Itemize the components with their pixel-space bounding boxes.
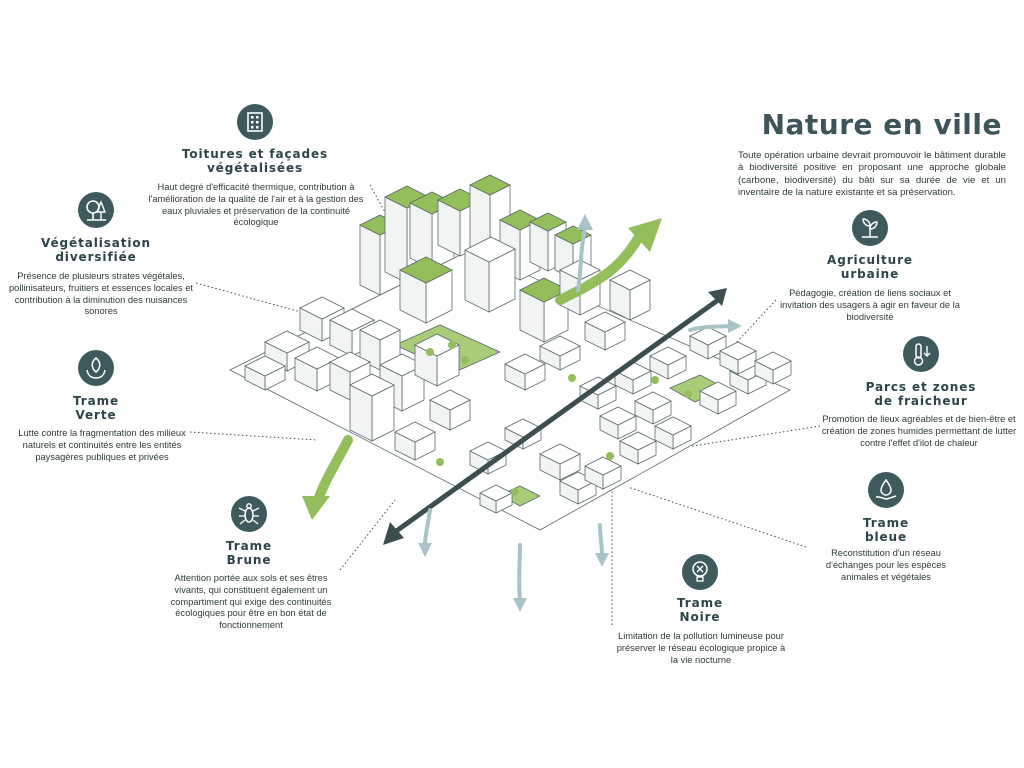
agriculture-text: Pédagogie, création de liens sociaux et … bbox=[780, 288, 960, 322]
vegetalisation-title-line-1: Végétalisation bbox=[40, 236, 152, 250]
blue-arrow-5 bbox=[598, 523, 604, 557]
trame-verte-text: Lutte contre la fragmentation des milieu… bbox=[18, 428, 186, 462]
blue-arrow-3 bbox=[423, 508, 432, 547]
trame-bleue-title-line-1: Trame bbox=[862, 516, 910, 530]
trame-verte-title-line-2: Verte bbox=[75, 408, 117, 422]
page-title: Nature en ville bbox=[761, 108, 1002, 141]
vegetalisation-title-line-2: diversifiée bbox=[55, 250, 137, 264]
green-arrow-north bbox=[555, 230, 645, 305]
trame-brune-title: Trame Brune bbox=[209, 539, 289, 567]
toitures-text: Haut degré d'efficacité thermique, contr… bbox=[148, 182, 364, 228]
city-blocks bbox=[229, 174, 792, 531]
agriculture-title-line-2: urbaine bbox=[840, 267, 900, 281]
green-arrow-south-head bbox=[302, 496, 330, 520]
flow-arrows bbox=[302, 214, 742, 612]
trame-noire-title-line-1: Trame bbox=[676, 596, 724, 610]
green-arrow-south bbox=[313, 435, 353, 505]
trame-brune-title-line-1: Trame bbox=[225, 539, 273, 553]
blue-arrow-4 bbox=[517, 543, 522, 602]
hand-leaf-icon bbox=[78, 350, 114, 386]
blue-arrow-1 bbox=[576, 226, 587, 292]
insect-icon bbox=[231, 496, 267, 532]
blue-arrow-2 bbox=[688, 324, 732, 332]
green-arrow-north-head bbox=[628, 218, 662, 252]
toitures-title-line-1: Toitures et façades bbox=[181, 147, 329, 161]
trame-brune-title-line-2: Brune bbox=[226, 553, 272, 567]
trame-bleue-title: Trame bleue bbox=[846, 516, 926, 544]
sprout-icon bbox=[852, 210, 888, 246]
trame-verte-title-line-1: Trame bbox=[72, 394, 120, 408]
vegetalisation-title: Végétalisation diversifiée bbox=[26, 236, 166, 264]
dark-axis-line bbox=[393, 297, 720, 535]
thermometer-icon bbox=[903, 336, 939, 372]
dark-arrow-sw-head bbox=[383, 522, 404, 545]
trame-noire-title: Trame Noire bbox=[660, 596, 740, 624]
trame-noire-text: Limitation de la pollution lumineuse pou… bbox=[616, 631, 786, 665]
agriculture-title: Agriculture urbaine bbox=[810, 253, 930, 281]
parcs-text: Promotion de lieux agréables et de bien-… bbox=[821, 414, 1017, 448]
trame-brune-text: Attention portée aux sols et ses êtres v… bbox=[170, 573, 332, 631]
tree-icon bbox=[78, 192, 114, 228]
building-icon bbox=[237, 104, 273, 140]
parcs-title-line-1: Parcs et zones bbox=[865, 380, 977, 394]
agriculture-title-line-1: Agriculture bbox=[827, 253, 913, 267]
parcs-title-line-2: de fraicheur bbox=[874, 394, 968, 408]
parcs-title: Parcs et zones de fraicheur bbox=[861, 380, 981, 408]
dark-arrow-ne-head bbox=[708, 288, 727, 306]
trame-bleue-text: Reconstitution d'un réseau d'échanges po… bbox=[825, 548, 947, 582]
toitures-title: Toitures et façades végétalisées bbox=[180, 147, 330, 175]
intro-paragraph: Toute opération urbaine devrait promouvo… bbox=[738, 150, 1006, 199]
water-hand-icon bbox=[868, 472, 904, 508]
trame-bleue-title-line-2: bleue bbox=[864, 530, 908, 544]
vegetalisation-text: Présence de plusieurs strates végétales,… bbox=[9, 271, 193, 317]
lightbulb-off-icon bbox=[682, 554, 718, 590]
toitures-title-line-2: végétalisées bbox=[206, 161, 304, 175]
trame-noire-title-line-2: Noire bbox=[679, 610, 721, 624]
trame-verte-title: Trame Verte bbox=[56, 394, 136, 422]
